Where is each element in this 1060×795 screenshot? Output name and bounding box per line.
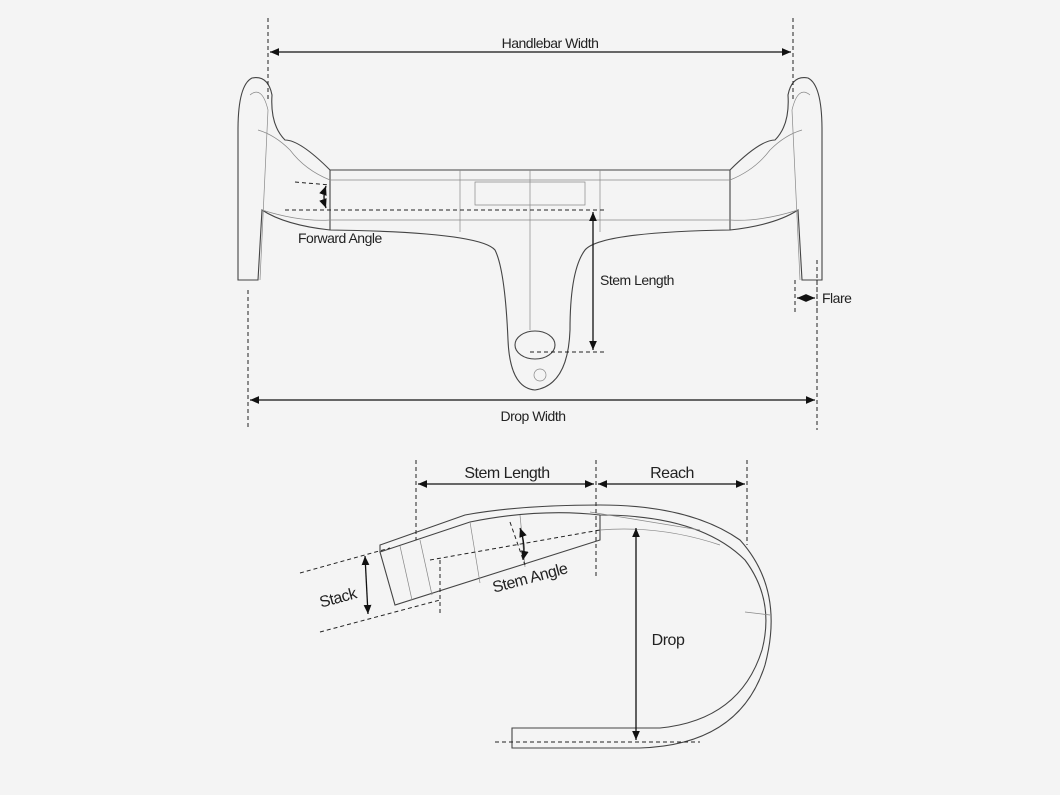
label-stack: Stack [318,585,360,612]
side-dimension-lines [299,460,748,743]
handlebar-top-view [237,77,823,391]
label-stem-angle: Stem Angle [491,560,570,596]
label-reach: Reach [650,465,694,482]
label-stem-length-top: Stem Length [600,272,674,288]
label-drop: Drop [652,632,685,649]
label-flare: Flare [822,290,852,306]
label-drop-width: Drop Width [500,408,565,424]
top-dimension-lines [247,18,818,430]
handlebar-side-view [379,504,772,749]
label-forward-angle: Forward Angle [298,230,382,246]
label-stem-length-side: Stem Length [464,465,549,482]
label-handlebar-width: Handlebar Width [502,35,599,51]
